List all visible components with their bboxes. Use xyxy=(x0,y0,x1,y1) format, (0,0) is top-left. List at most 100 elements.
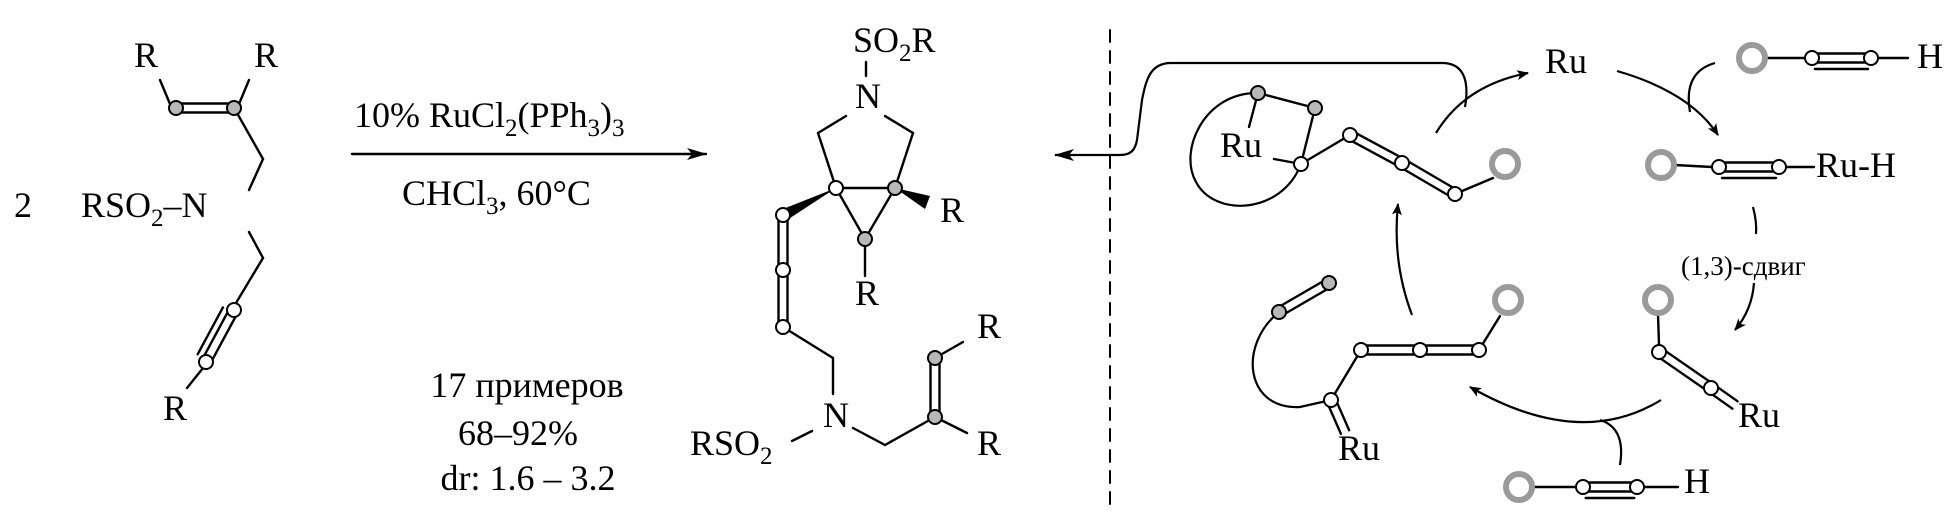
reactant-r-bottom: R xyxy=(163,388,187,428)
return-arrow xyxy=(1054,61,1468,161)
single-bond xyxy=(234,256,265,305)
atoms-layer xyxy=(168,42,1879,503)
substituent-ring-icon xyxy=(1645,149,1677,181)
alkyne-carbon-atom xyxy=(1651,344,1667,360)
single-bond xyxy=(1656,312,1661,347)
product-ring-n: N xyxy=(855,76,881,116)
single-bond xyxy=(790,429,814,443)
single-bond xyxy=(235,111,265,161)
label-part: ) xyxy=(600,95,612,135)
alkyne-carbon-atom xyxy=(1342,127,1358,143)
alkyne-carbon-atom xyxy=(1863,50,1879,66)
single-bond xyxy=(883,114,915,135)
product-r-bottom: R xyxy=(855,273,879,313)
alkene-carbon-atom xyxy=(857,231,873,247)
alkyne-carbon-atom xyxy=(1412,342,1428,358)
single-bond xyxy=(247,230,265,260)
alkyne-carbon-atom xyxy=(1771,159,1787,175)
single-bond xyxy=(1256,91,1317,110)
product-top-sulfonyl: SO2R xyxy=(853,20,936,67)
substituent-ring-icon xyxy=(1736,42,1768,74)
single-bond xyxy=(851,426,887,447)
examples-count: 17 примеров xyxy=(430,365,623,405)
reactant-coefficient: 2 xyxy=(14,185,32,225)
alkene-carbon-atom xyxy=(1307,100,1323,116)
reactant-sulfonamide-label: RSO2–N xyxy=(81,185,208,232)
substituent-ring-icon xyxy=(1492,284,1524,316)
alkene-carbon-atom xyxy=(1271,304,1287,320)
alkyne-bottom-h: H xyxy=(1684,461,1710,501)
metallacycle-loop xyxy=(1189,91,1303,207)
alkyne-carbon-atom xyxy=(828,180,844,196)
single-bond xyxy=(883,415,937,447)
label-part: (PPh xyxy=(518,95,588,135)
double-bond xyxy=(1346,137,1402,169)
alkene-carbon-atom xyxy=(887,180,903,196)
single-bond xyxy=(1329,348,1363,402)
label-part: , 60°C xyxy=(499,173,591,213)
alkyne-carbon-atom xyxy=(1711,159,1727,175)
alkyne-entry-arrow xyxy=(1687,61,1716,113)
single-bond xyxy=(1673,163,1714,169)
substituent-ring-icon xyxy=(1503,471,1535,503)
product-r-alkene-top: R xyxy=(977,306,1001,346)
double-bond xyxy=(1350,129,1406,161)
solvent-label: CHCl3, 60°C xyxy=(402,173,591,220)
shift-arrow xyxy=(1751,206,1758,235)
single-bond xyxy=(158,78,172,106)
single-bond xyxy=(1299,106,1317,166)
yield-range: 68–92% xyxy=(458,413,578,453)
alkyne-entry-arrow xyxy=(1599,418,1623,466)
subscript: 3 xyxy=(588,115,601,142)
cycle-arrow xyxy=(1469,386,1662,424)
alkene-carbon-atom xyxy=(1250,85,1266,101)
alkene-carbon-atom xyxy=(226,100,242,116)
alkyne-carbon-atom xyxy=(1394,155,1410,171)
shift-label: (1,3)-сдвиг xyxy=(1681,251,1806,281)
product-r-right: R xyxy=(940,190,964,230)
product-chain-n: N xyxy=(823,395,849,435)
alkyne-carbon-atom xyxy=(1629,479,1645,495)
label-part: 10% RuCl xyxy=(354,95,505,135)
label-part: SO xyxy=(853,20,899,60)
single-bond xyxy=(1299,133,1352,166)
alkene-carbon-atom xyxy=(1321,275,1337,291)
alkyne-top-h: H xyxy=(1917,36,1943,76)
tether-loop xyxy=(1251,311,1332,409)
catalyst-label: 10% RuCl2(PPh3)3 xyxy=(354,95,625,142)
subscript: 3 xyxy=(612,115,625,142)
triple-bond xyxy=(208,310,240,366)
ru-enyne-label: Ru xyxy=(1338,428,1380,468)
reactant-r-top-right: R xyxy=(254,35,278,75)
subscript: 3 xyxy=(486,193,499,220)
label-part: RSO xyxy=(690,423,760,463)
ru-catalyst-label: Ru xyxy=(1545,41,1587,81)
alkyne-carbon-atom xyxy=(1447,186,1463,202)
ru-hydride-label: Ru-H xyxy=(1816,145,1896,185)
alkyne-carbon-atom xyxy=(1575,479,1591,495)
triple-bond xyxy=(200,306,232,362)
label-part: CHCl xyxy=(402,173,486,213)
alkene-carbon-atom xyxy=(168,100,184,116)
double-bond xyxy=(1280,285,1333,318)
alkene-carbon-atom xyxy=(927,409,943,425)
bonds-layer xyxy=(158,29,1910,514)
alkene-carbon-atom xyxy=(927,350,943,366)
double-bond xyxy=(1655,354,1710,393)
alkyne-carbon-atom xyxy=(198,354,214,370)
single-bond xyxy=(863,186,897,241)
single-bond xyxy=(834,186,867,241)
label-part: RSO xyxy=(81,185,151,225)
cycle-arrow xyxy=(1391,203,1414,316)
product-r-alkene-bottom: R xyxy=(977,423,1001,463)
subscript: 2 xyxy=(760,443,773,470)
alkyne-carbon-atom xyxy=(775,207,791,223)
diastereomeric-ratio: dr: 1.6 – 3.2 xyxy=(441,458,616,498)
single-bond xyxy=(816,114,848,135)
label-part: R xyxy=(912,20,936,60)
alkyne-carbon-atom xyxy=(1471,342,1487,358)
subscript: 2 xyxy=(505,115,518,142)
wedge-bond xyxy=(783,188,836,220)
alkyne-carbon-atom xyxy=(775,262,791,278)
